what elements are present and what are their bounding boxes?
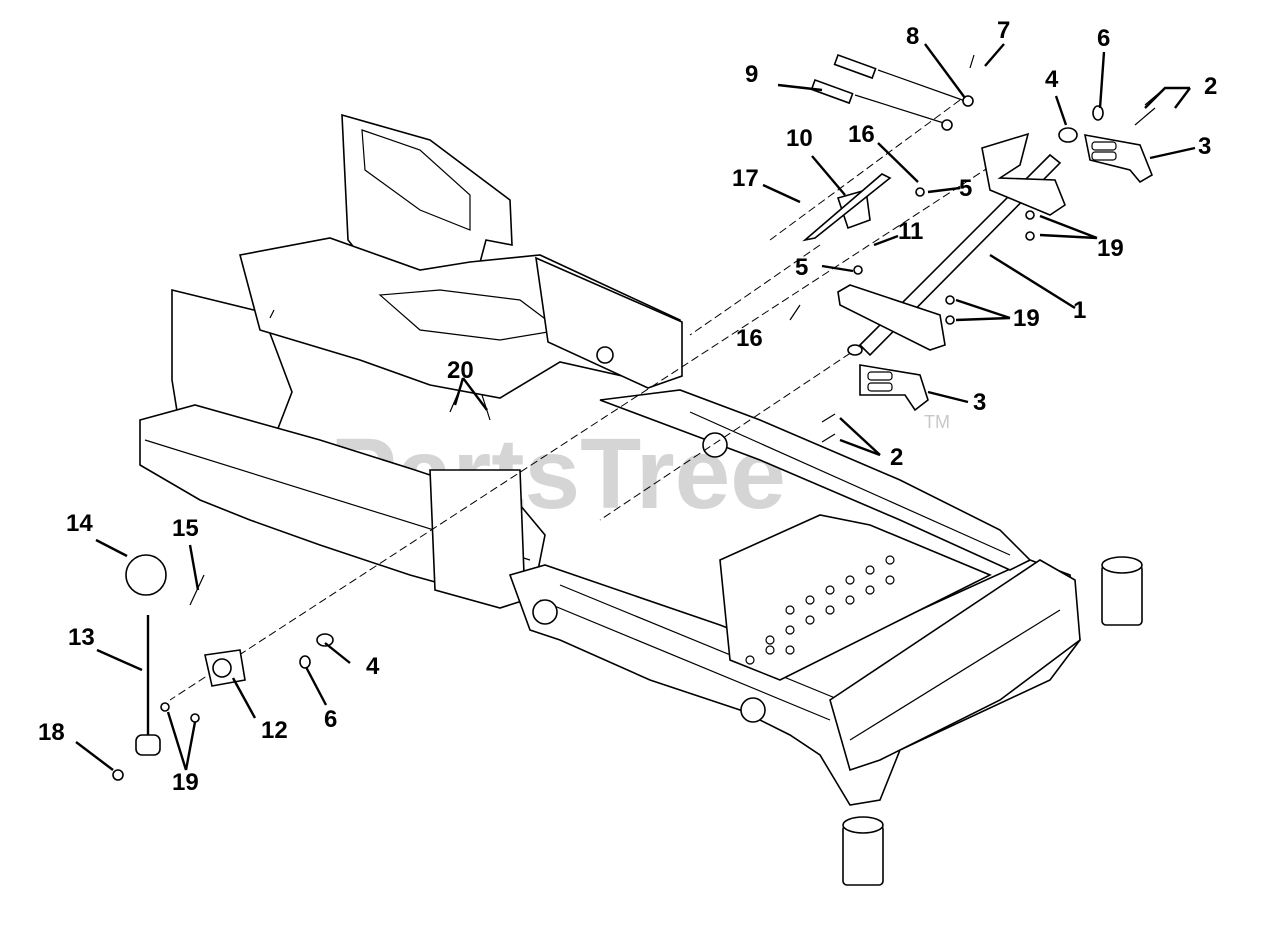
callout-3-upper: 3 xyxy=(1198,133,1211,160)
watermark-trademark: TM xyxy=(924,412,950,432)
part-arm-link xyxy=(837,284,946,351)
callout-19-middle: 19 xyxy=(1013,305,1040,332)
callout-16-lower: 16 xyxy=(736,325,763,352)
part-bearing-12 xyxy=(204,649,246,687)
part-rods-9-8 xyxy=(810,53,974,131)
callout-5-upper: 5 xyxy=(959,175,972,202)
callout-1: 1 xyxy=(1073,297,1086,324)
callout-4-lower: 4 xyxy=(366,653,380,680)
callout-2-lower: 2 xyxy=(890,444,903,471)
callout-15: 15 xyxy=(172,515,199,542)
callout-16-upper: 16 xyxy=(848,121,875,148)
part-arm-bracket-top xyxy=(981,132,1066,216)
callout-10: 10 xyxy=(786,125,813,152)
callout-3-lower: 3 xyxy=(973,389,986,416)
callout-11: 11 xyxy=(898,218,923,245)
callout-5-lower: 5 xyxy=(795,254,808,281)
chassis-frame xyxy=(139,113,1143,886)
part-bell-crank-10 xyxy=(802,173,892,242)
callout-7: 7 xyxy=(997,17,1010,44)
callout-2-upper: 2 xyxy=(1204,73,1217,100)
part-lever-bracket-3-top xyxy=(1083,134,1153,184)
callout-14: 14 xyxy=(66,510,93,537)
floor-pan-holes xyxy=(745,555,895,665)
callout-19-upper: 19 xyxy=(1097,235,1124,262)
callout-19-lower: 19 xyxy=(172,769,199,796)
part-ball-14 xyxy=(125,554,167,596)
callout-6-upper: 6 xyxy=(1097,25,1110,52)
callout-9: 9 xyxy=(745,61,758,88)
part-rod-13 xyxy=(135,615,161,756)
callout-18: 18 xyxy=(38,719,65,746)
part-lever-bracket-3-bottom xyxy=(859,364,929,412)
callout-12: 12 xyxy=(261,717,288,744)
callout-8: 8 xyxy=(906,23,919,50)
callout-6-lower: 6 xyxy=(324,706,337,733)
callout-13: 13 xyxy=(68,624,95,651)
callout-leaders xyxy=(75,43,1196,771)
callout-17: 17 xyxy=(732,165,759,192)
callout-4-upper: 4 xyxy=(1045,66,1059,93)
callout-labels: 1 2 2 3 3 4 4 5 5 6 6 7 8 9 10 11 12 13 … xyxy=(38,17,1217,796)
callout-20: 20 xyxy=(447,357,474,384)
